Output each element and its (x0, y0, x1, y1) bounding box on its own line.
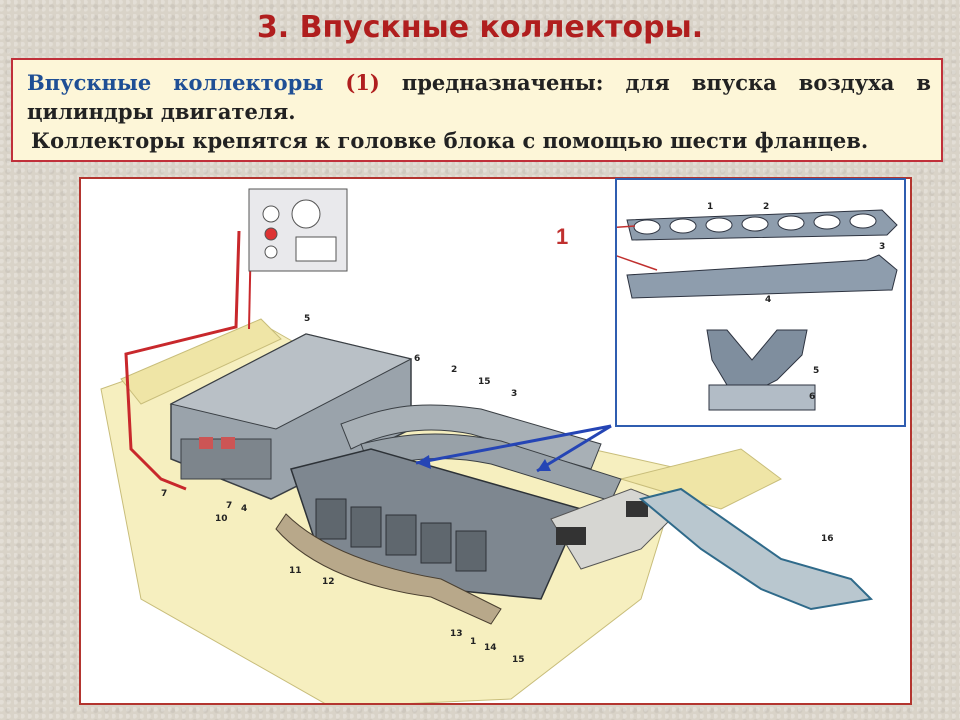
arrow-head-2 (537, 459, 551, 471)
gauge-3 (264, 245, 278, 259)
description-box: Впускные коллекторы (1) предназначены: д… (11, 58, 943, 162)
description-line-2: цилиндры двигателя. (27, 99, 296, 124)
part-number-2: 2 (451, 365, 458, 375)
part-number-7: 7 (226, 501, 233, 511)
description-line-3: Коллекторы крепятся к головке блока с по… (31, 128, 869, 153)
part-number-5: 5 (304, 314, 311, 324)
v-section-lower (708, 384, 816, 411)
engine-drawing (100, 188, 874, 703)
duct-opening-1 (556, 527, 586, 545)
cylinder-heads (315, 498, 487, 572)
slide-title: 3. Впускные коллекторы. (256, 10, 704, 45)
lower-pipe (275, 513, 502, 625)
inset-label-1: 1 (707, 202, 714, 212)
gauge-4 (295, 236, 337, 262)
warning-lamp (264, 227, 278, 241)
inset-label-2: 2 (763, 202, 770, 212)
manifold-side-view (626, 254, 898, 299)
word-v: в (916, 70, 931, 95)
word-callout-ref: (1) (345, 70, 380, 95)
gauge-2 (262, 205, 280, 223)
part-number-10: 10 (215, 514, 228, 524)
word-dlya: для (625, 70, 670, 95)
word-kollektory: коллекторы (173, 70, 324, 95)
part-number-4: 4 (241, 504, 248, 514)
wiring-line (124, 230, 241, 491)
callout-number-1: 1 (556, 224, 569, 249)
gauge-1 (291, 199, 321, 229)
connector-red-1 (199, 437, 213, 449)
exhaust-duct (550, 488, 682, 570)
arrow-head-1 (416, 455, 431, 469)
arrow-line-2 (536, 424, 612, 473)
part-number-12: 12 (322, 577, 335, 587)
connector-red-2 (221, 437, 235, 449)
part-number-15: 15 (512, 655, 525, 665)
part-number-3: 3 (511, 389, 518, 399)
inset-label-5: 5 (813, 366, 820, 376)
callout-leader-2 (576, 241, 658, 271)
word-vpuska: впуска (691, 70, 777, 95)
air-cleaner-top (169, 333, 413, 430)
part-number-8: 7 (161, 489, 168, 499)
long-duct (638, 487, 874, 611)
part-number-14: 14 (484, 643, 497, 653)
inset-label-4: 4 (765, 295, 772, 305)
part-number-13: 13 (450, 629, 463, 639)
word-vozduha: воздуха (798, 70, 895, 95)
manifold-ports (633, 213, 877, 235)
description-line-1: Впускные коллекторы (1) предназначены: д… (27, 68, 931, 97)
v-section-upper (706, 329, 808, 391)
part-number-14-top: 15 (478, 377, 491, 387)
word-prednaznacheny: предназначены: (401, 70, 604, 95)
part-number-16: 16 (821, 534, 834, 544)
intake-pipe-1 (340, 404, 602, 470)
inset-label-6: 6 (809, 392, 816, 402)
part-number-6: 6 (414, 354, 421, 364)
part-number-1: 1 (470, 637, 477, 647)
duct-opening-2 (626, 501, 648, 517)
hull-ledge (120, 318, 282, 405)
inset-label-3: 3 (879, 242, 886, 252)
part-number-11: 11 (289, 566, 302, 576)
manifold-detail-drawing (576, 209, 898, 411)
manifold-inset: 1 2 3 4 5 6 (576, 178, 906, 427)
arrow-line-1 (415, 424, 612, 465)
word-vpusknye: Впускные (27, 70, 152, 95)
